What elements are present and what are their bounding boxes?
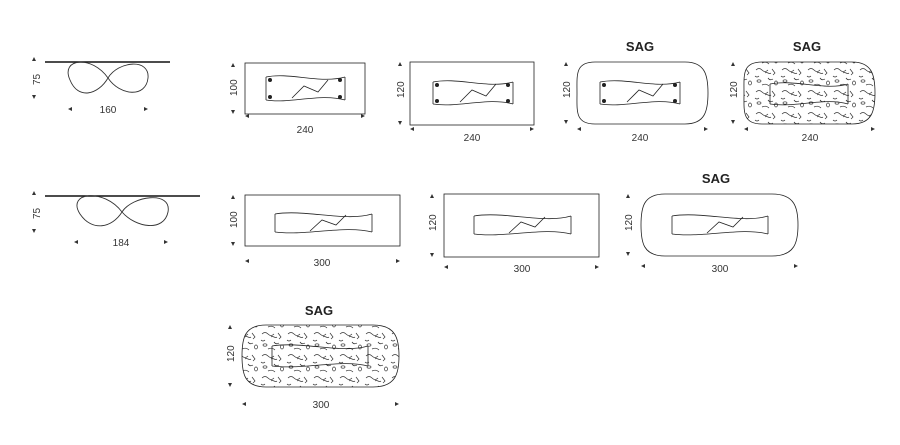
length-label: 240 [297, 125, 314, 136]
depth-label: 120 [226, 345, 237, 362]
length-label: 300 [314, 258, 331, 269]
plan-300x100: 100 300 [229, 194, 401, 269]
infinity-base-side [67, 61, 149, 94]
dim-arrow-up [430, 194, 434, 198]
dim-arrow-right [530, 127, 534, 131]
dim-arrow-up [231, 63, 235, 67]
dim-arrow-down [32, 95, 36, 99]
depth-label: 120 [729, 81, 740, 98]
base-plan [769, 82, 849, 106]
tabletop-rect [443, 193, 600, 258]
base-plan [274, 212, 373, 234]
depth-label: 120 [396, 81, 407, 98]
dim-arrow-up [32, 57, 36, 61]
depth-label: 120 [624, 214, 635, 231]
side-length-label: 184 [113, 238, 130, 249]
plan-240x100: 100 240 [229, 62, 366, 136]
dim-arrow-down [398, 121, 402, 125]
base-plan [473, 214, 572, 236]
dim-arrow-up [564, 62, 568, 66]
sag-label: SAG [305, 303, 333, 318]
dim-arrow-up [32, 191, 36, 195]
dim-arrow-right [704, 127, 708, 131]
dim-arrow-left [245, 259, 249, 263]
tabletop-rect [244, 194, 401, 247]
length-label: 300 [514, 264, 531, 275]
dim-arrow-right [361, 114, 365, 118]
dim-arrow-left [68, 107, 72, 111]
dim-arrow-left [641, 264, 645, 268]
dim-arrow-left [577, 127, 581, 131]
tabletop-sag [640, 193, 799, 257]
dim-arrow-right [871, 127, 875, 131]
base-plan [599, 80, 681, 106]
base-plan [432, 80, 514, 106]
dim-arrow-down [731, 120, 735, 124]
dim-arrow-down [231, 242, 235, 246]
plan-240x120: 120 240 [396, 61, 535, 144]
plan-300x120-sag-pattern: SAG 120 300 [226, 303, 400, 411]
base-plan [265, 75, 346, 102]
dim-arrow-up [231, 195, 235, 199]
dim-arrow-right [595, 265, 599, 269]
side-view-160: 75 160 [32, 57, 170, 116]
dim-arrow-up [398, 62, 402, 66]
dim-arrow-up [731, 62, 735, 66]
dim-arrow-left [744, 127, 748, 131]
sag-label: SAG [626, 39, 654, 54]
infinity-base-side [76, 195, 169, 227]
side-view-184: 75 184 [32, 191, 200, 249]
tabletop-rect [409, 61, 535, 126]
dim-arrow-left [410, 127, 414, 131]
tabletop-sag-pattern [743, 61, 876, 125]
dim-arrow-left [74, 240, 78, 244]
sag-label: SAG [793, 39, 821, 54]
length-label: 300 [712, 264, 729, 275]
dim-arrow-down [430, 253, 434, 257]
side-length-label: 160 [100, 105, 117, 116]
base-plan [671, 214, 769, 236]
length-label: 240 [802, 133, 819, 144]
dim-arrow-left [242, 402, 246, 406]
tabletop-sag-pattern [241, 324, 400, 388]
dim-arrow-down [564, 120, 568, 124]
dim-arrow-down [32, 229, 36, 233]
depth-label: 100 [229, 79, 240, 96]
dim-arrow-right [794, 264, 798, 268]
dim-arrow-right [396, 259, 400, 263]
plan-300x120: 120 300 [428, 193, 600, 275]
length-label: 240 [464, 133, 481, 144]
dim-arrow-up [228, 325, 232, 329]
dim-arrow-left [245, 114, 249, 118]
dim-arrow-down [231, 110, 235, 114]
base-plan [271, 344, 369, 368]
dim-arrow-left [444, 265, 448, 269]
plan-300x120-sag: SAG 120 300 [624, 171, 799, 275]
side-height-label: 75 [32, 207, 43, 219]
dim-arrow-down [228, 383, 232, 387]
sag-label: SAG [702, 171, 730, 186]
depth-label: 120 [562, 81, 573, 98]
length-label: 240 [632, 133, 649, 144]
tabletop-sag [576, 61, 709, 125]
side-height-label: 75 [32, 73, 43, 85]
dim-arrow-down [626, 252, 630, 256]
length-label: 300 [313, 400, 330, 411]
dim-arrow-right [395, 402, 399, 406]
depth-label: 120 [428, 214, 439, 231]
plan-240x120-sag-pattern: SAG 120 240 [729, 39, 876, 144]
dim-arrow-up [626, 194, 630, 198]
dim-arrow-right [164, 240, 168, 244]
plan-240x120-sag: SAG 120 240 [562, 39, 709, 144]
tabletop-rect [244, 62, 366, 115]
depth-label: 100 [229, 211, 240, 228]
dim-arrow-right [144, 107, 148, 111]
